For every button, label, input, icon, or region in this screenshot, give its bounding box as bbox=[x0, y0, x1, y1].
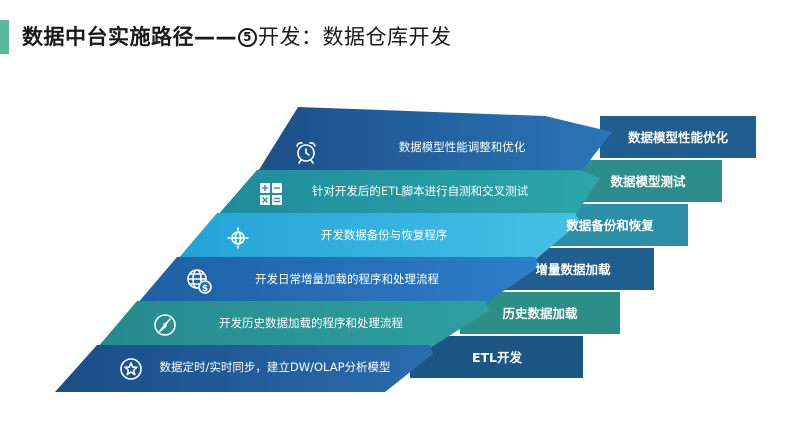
band-label-4: 开发日常增量加载的程序和处理流程 bbox=[255, 272, 439, 286]
band-label-5: 开发历史数据加载的程序和处理流程 bbox=[219, 316, 403, 330]
step-block-1 bbox=[600, 116, 756, 158]
compass-icon bbox=[154, 314, 176, 336]
bands bbox=[55, 107, 612, 392]
band-label-6: 数据定时/实时同步，建立DW/OLAP分析模型 bbox=[160, 360, 391, 374]
step-label-5: 历史数据加载 bbox=[502, 306, 578, 321]
globe-dollar-icon: $ bbox=[187, 269, 212, 294]
alarm-clock-icon bbox=[296, 142, 316, 164]
band-2 bbox=[217, 170, 600, 216]
step-block-6 bbox=[410, 336, 583, 378]
step-label-4: 增量数据加载 bbox=[535, 262, 611, 277]
step-label-3: 数据备份和恢复 bbox=[565, 218, 654, 233]
band-label-1: 数据模型性能调整和优化 bbox=[399, 140, 526, 154]
step-label-1: 数据模型性能优化 bbox=[627, 130, 729, 145]
globe-grid-icon bbox=[227, 227, 249, 249]
svg-text:$: $ bbox=[202, 284, 208, 294]
step-labels: 数据模型性能优化 数据模型测试 数据备份和恢复 增量数据加载 历史数据加载 ET… bbox=[472, 130, 729, 365]
star-badge-icon bbox=[120, 358, 142, 380]
band-label-3: 开发数据备份与恢复程序 bbox=[321, 228, 448, 242]
band-1 bbox=[257, 107, 612, 173]
title-main: 数据中台实施路径—— bbox=[22, 25, 237, 49]
band-3 bbox=[177, 213, 580, 260]
title-step-number: 5 bbox=[238, 28, 257, 47]
step-label-6: ETL开发 bbox=[472, 350, 523, 365]
step-label-2: 数据模型测试 bbox=[609, 174, 686, 189]
step-block-2 bbox=[574, 160, 722, 202]
calculator-icon bbox=[260, 183, 282, 205]
band-4 bbox=[137, 257, 540, 304]
band-labels: 数据模型性能调整和优化 针对开发后的ETL脚本进行自测和交叉测试 开发数据备份与… bbox=[160, 140, 529, 374]
band-label-2: 针对开发后的ETL脚本进行自测和交叉测试 bbox=[312, 184, 529, 198]
band-5 bbox=[97, 301, 490, 348]
band-6 bbox=[55, 345, 433, 392]
title-accent-bar bbox=[0, 20, 9, 54]
title-subtitle: 开发：数据仓库开发 bbox=[258, 25, 452, 49]
